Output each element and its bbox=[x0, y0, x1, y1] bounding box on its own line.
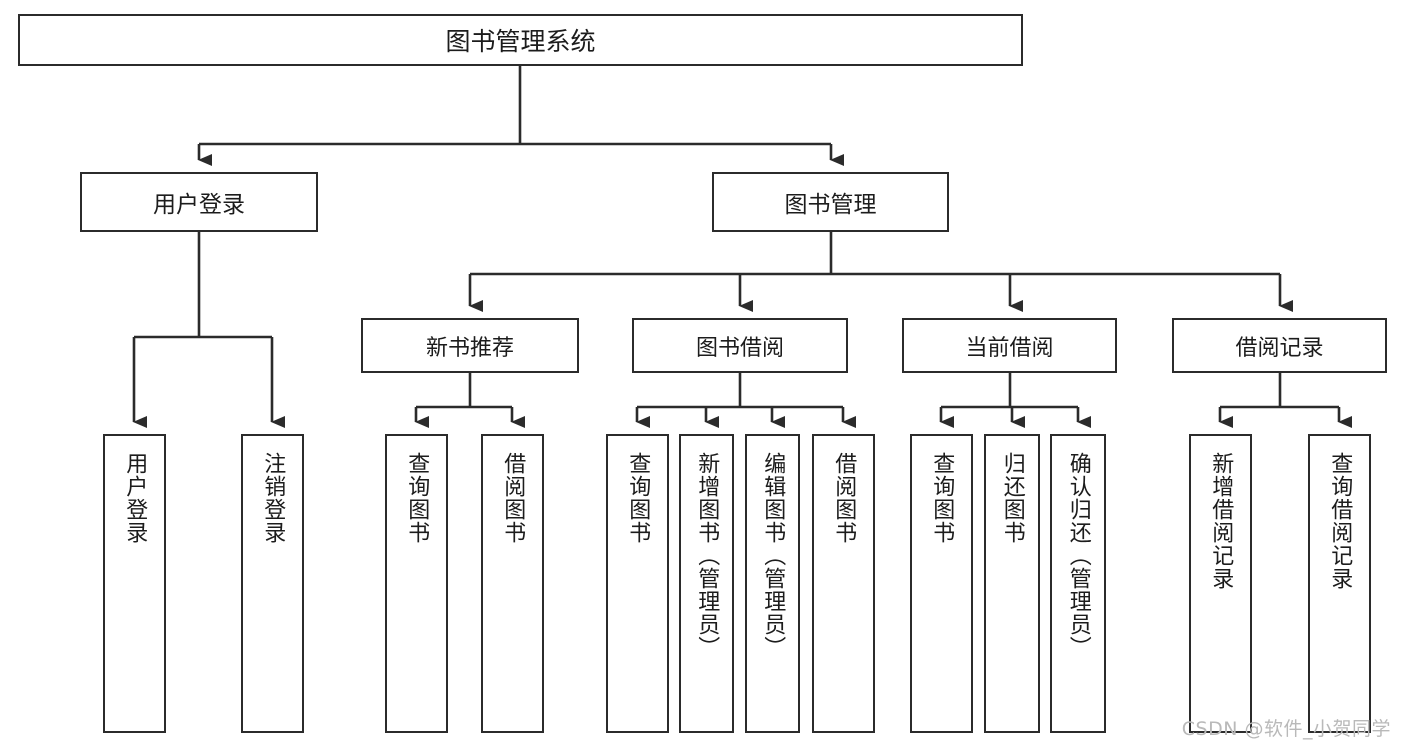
node-book-management[interactable]: 图书管理 bbox=[712, 172, 949, 232]
leaf-borrow-book[interactable]: 借阅图书 bbox=[812, 434, 875, 733]
leaf-borrow-book-recommend[interactable]: 借阅图书 bbox=[481, 434, 544, 733]
leaf-borrow-book-recommend-label: 借阅图书 bbox=[500, 452, 526, 544]
node-user-login[interactable]: 用户登录 bbox=[80, 172, 318, 232]
leaf-confirm-return-admin-label: 确认归还（管理员） bbox=[1065, 452, 1091, 659]
leaf-confirm-return-admin[interactable]: 确认归还（管理员） bbox=[1050, 434, 1106, 733]
node-borrow-record[interactable]: 借阅记录 bbox=[1172, 318, 1387, 373]
leaf-query-borrow-record-label: 查询借阅记录 bbox=[1327, 452, 1353, 590]
leaf-logout-label: 注销登录 bbox=[260, 452, 286, 544]
leaf-add-borrow-record[interactable]: 新增借阅记录 bbox=[1189, 434, 1252, 733]
leaf-edit-book-admin[interactable]: 编辑图书（管理员） bbox=[745, 434, 800, 733]
node-book-management-label: 图书管理 bbox=[784, 192, 877, 218]
leaf-add-borrow-record-label: 新增借阅记录 bbox=[1208, 452, 1234, 590]
node-new-book-recommend-label: 新书推荐 bbox=[425, 335, 514, 361]
leaf-query-book-recommend-label: 查询图书 bbox=[404, 452, 430, 544]
leaf-edit-book-admin-label: 编辑图书（管理员） bbox=[760, 452, 786, 659]
node-root-label: 图书管理系统 bbox=[445, 27, 596, 56]
node-book-borrow[interactable]: 图书借阅 bbox=[632, 318, 848, 373]
leaf-add-book-admin[interactable]: 新增图书（管理员） bbox=[679, 434, 734, 733]
leaf-user-login-label: 用户登录 bbox=[122, 452, 148, 544]
leaf-query-book-borrow[interactable]: 查询图书 bbox=[606, 434, 669, 733]
leaf-return-book-label: 归还图书 bbox=[999, 452, 1025, 544]
node-borrow-record-label: 借阅记录 bbox=[1235, 335, 1324, 361]
node-book-borrow-label: 图书借阅 bbox=[695, 335, 784, 361]
node-current-borrow[interactable]: 当前借阅 bbox=[902, 318, 1117, 373]
leaf-query-book-borrow-label: 查询图书 bbox=[625, 452, 651, 544]
leaf-query-book-current-label: 查询图书 bbox=[929, 452, 955, 544]
leaf-add-book-admin-label: 新增图书（管理员） bbox=[694, 452, 720, 659]
leaf-query-book-recommend[interactable]: 查询图书 bbox=[385, 434, 448, 733]
leaf-return-book[interactable]: 归还图书 bbox=[984, 434, 1040, 733]
leaf-user-login[interactable]: 用户登录 bbox=[103, 434, 166, 733]
leaf-query-book-current[interactable]: 查询图书 bbox=[910, 434, 973, 733]
leaf-logout[interactable]: 注销登录 bbox=[241, 434, 304, 733]
node-user-login-label: 用户登录 bbox=[153, 192, 245, 218]
leaf-query-borrow-record[interactable]: 查询借阅记录 bbox=[1308, 434, 1371, 733]
node-new-book-recommend[interactable]: 新书推荐 bbox=[361, 318, 579, 373]
node-current-borrow-label: 当前借阅 bbox=[965, 335, 1054, 361]
node-root[interactable]: 图书管理系统 bbox=[18, 14, 1023, 66]
leaf-borrow-book-label: 借阅图书 bbox=[831, 452, 857, 544]
